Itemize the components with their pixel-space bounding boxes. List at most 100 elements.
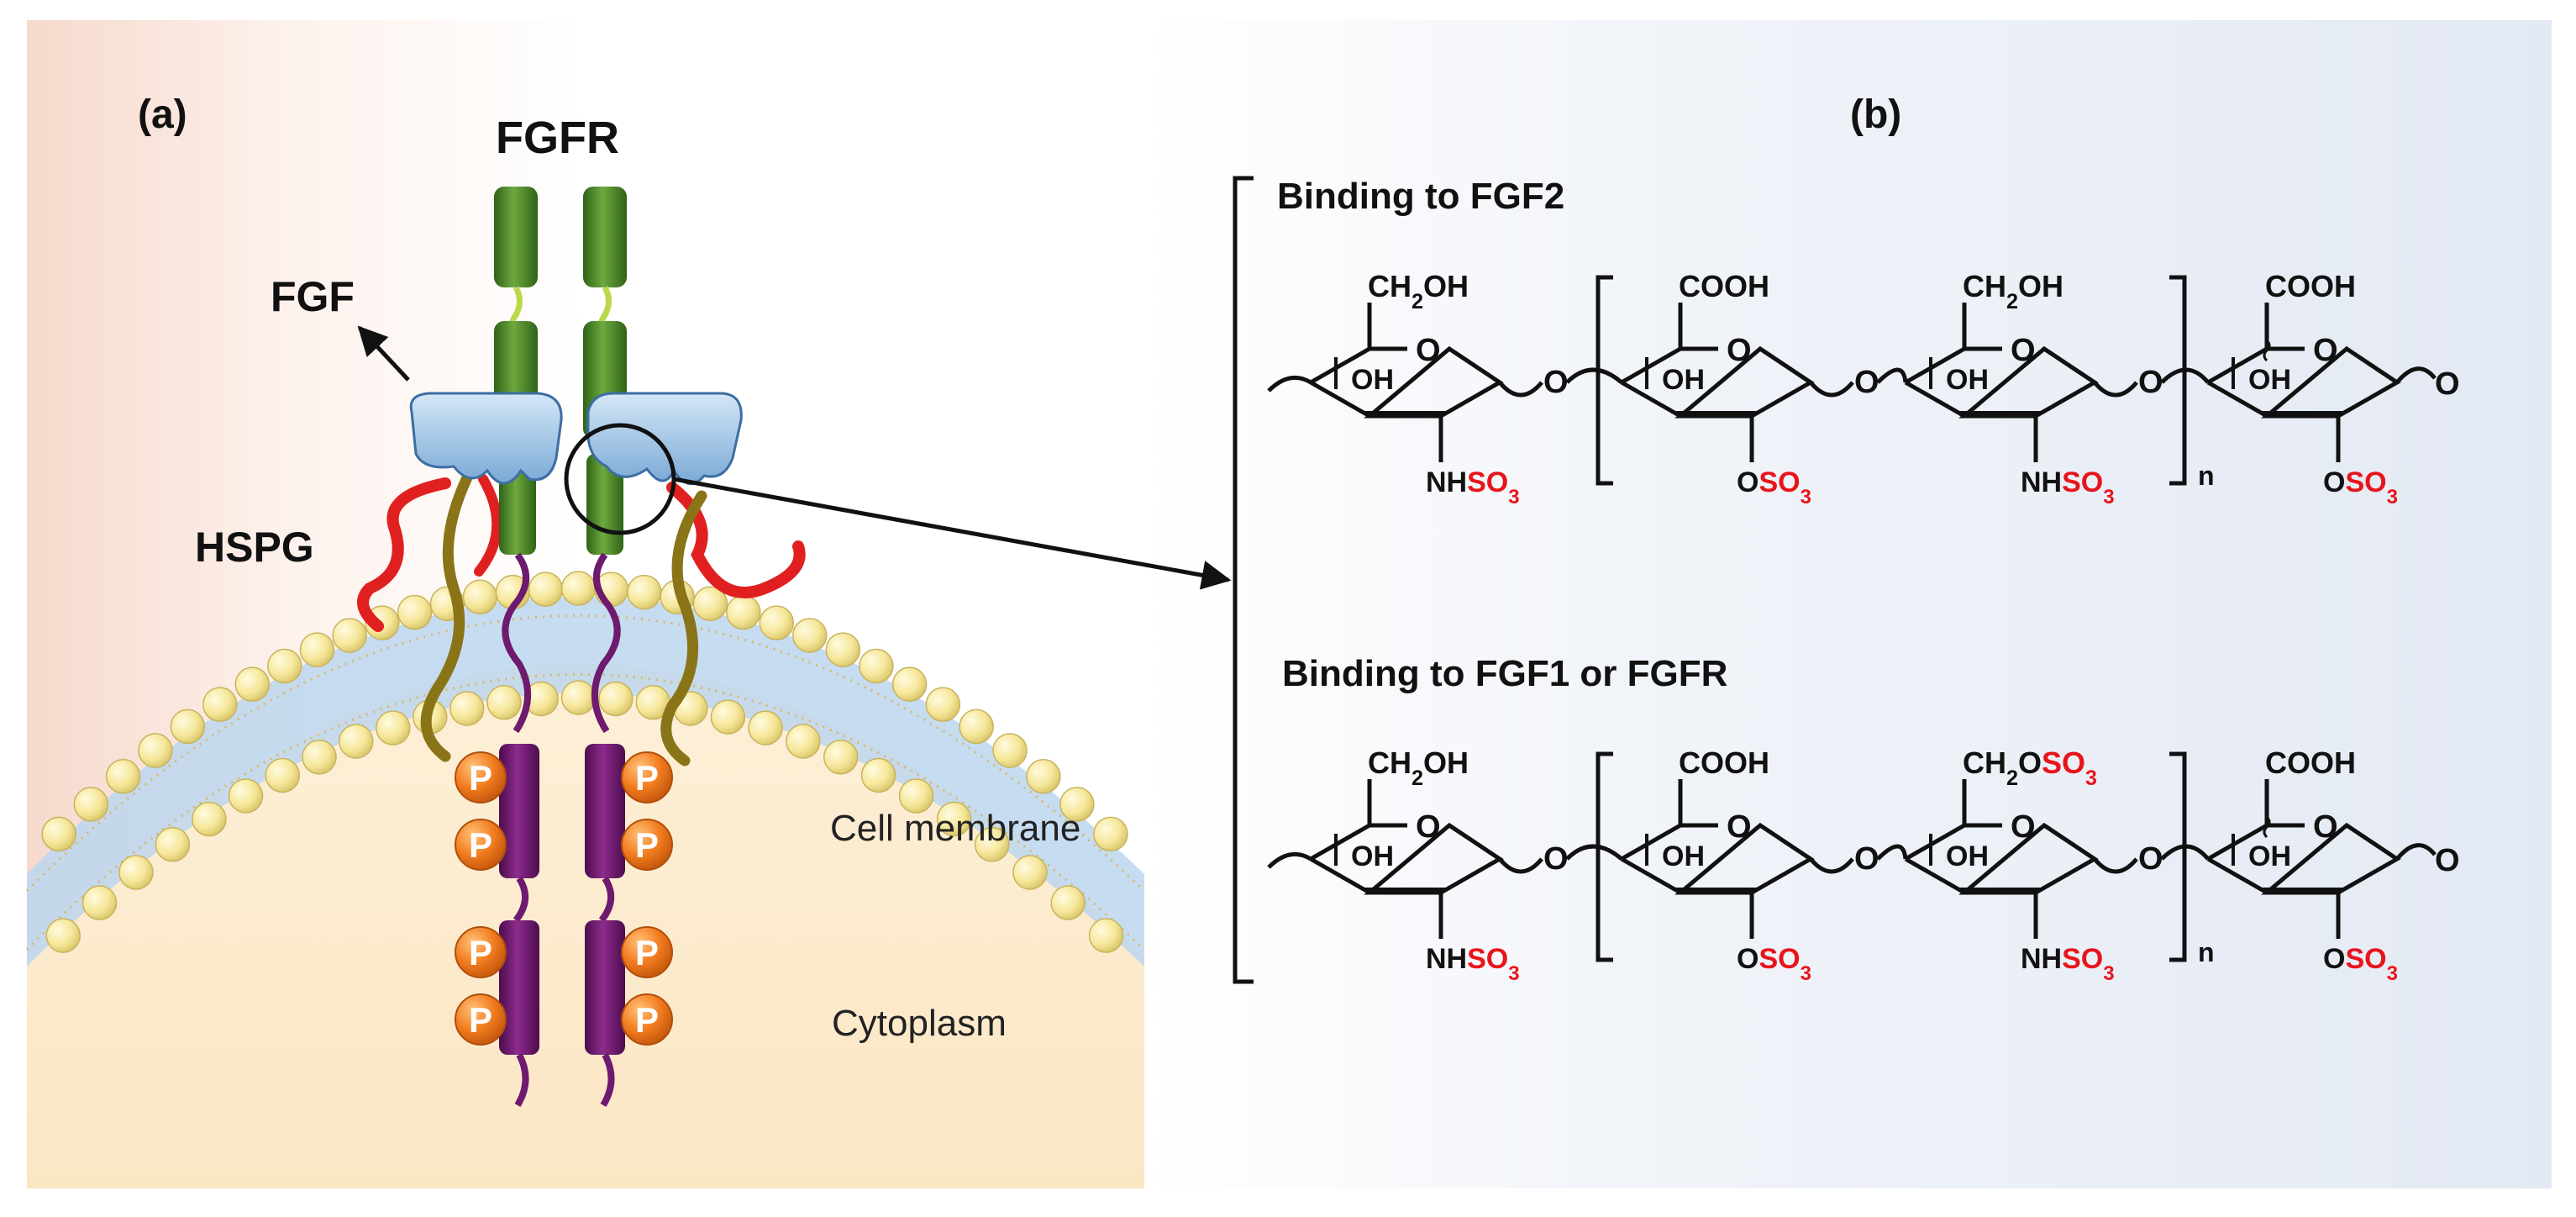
lipid-head	[105, 759, 141, 794]
lipid-head	[974, 827, 1010, 862]
phosphate-ball: P	[621, 751, 673, 803]
fgfr-transmembrane	[591, 552, 621, 734]
glycosidic-oxygen: O	[1543, 841, 1569, 877]
fgf-pointer-arrow	[357, 325, 410, 382]
lipid-head	[759, 605, 795, 640]
phosphate-label: P	[635, 825, 659, 865]
lipid-head	[376, 710, 411, 745]
lipid-head	[560, 571, 597, 606]
ring-oxygen: O	[2011, 333, 2036, 368]
structure-bottom-title: Binding to FGF1 or FGFR	[1282, 653, 1727, 694]
substituent-oh: OH	[1351, 364, 1394, 396]
panel-b-label: (b)	[1850, 92, 1901, 137]
repeat-count: n	[2198, 937, 2215, 967]
lipid-head	[449, 691, 485, 726]
lipid-head	[1093, 816, 1128, 852]
substituent-top: COOH	[1679, 269, 1769, 303]
chain-end-bond	[2395, 843, 2437, 861]
terminal-oxygen: O	[2435, 366, 2460, 402]
lipid-head	[859, 648, 894, 684]
hspg-chain-red-right	[666, 482, 806, 598]
fgfr-tail	[600, 1053, 615, 1108]
fgf-label: FGF	[271, 273, 355, 320]
cytoplasm-label: Cytoplasm	[832, 1003, 1007, 1044]
cell-membrane-label: Cell membrane	[830, 808, 1080, 849]
phosphate-ball: P	[621, 926, 673, 978]
lipid-head	[598, 681, 633, 717]
lipid-head	[1059, 787, 1095, 822]
lipid-head	[792, 618, 828, 653]
glycosidic-bond	[1565, 844, 1623, 861]
phosphate-label: P	[635, 933, 659, 972]
lipid-head	[73, 787, 109, 822]
hspg-chain-red-left	[357, 477, 451, 632]
substituent-top: CH2OH	[1368, 745, 1469, 790]
lipid-head	[397, 594, 433, 630]
stereo-wavy-bond	[2263, 339, 2271, 362]
ring-oxygen: O	[1727, 333, 1752, 368]
fgfr-domain	[494, 187, 538, 287]
glycosidic-bond	[1876, 367, 1908, 384]
zoom-arrow	[673, 477, 1232, 590]
repeat-bracket-close	[2169, 751, 2187, 962]
lipid-head	[228, 778, 264, 814]
glycosidic-oxygen: O	[1854, 365, 1879, 400]
lipid-head	[748, 710, 783, 745]
phosphate-ball: P	[455, 751, 507, 803]
phosphate-label: P	[635, 1000, 659, 1040]
substituent-oh: OH	[1662, 364, 1705, 396]
repeat-bracket-close	[2169, 275, 2187, 486]
ring-oxygen: O	[1416, 333, 1441, 368]
lipid-head	[1026, 759, 1061, 794]
glycosidic-bond	[1876, 844, 1908, 861]
substituent-top: COOH	[2265, 269, 2356, 303]
lipid-head	[1088, 918, 1124, 953]
phosphate-ball: P	[455, 819, 507, 871]
substituent-top: CH2OH	[1368, 269, 1469, 313]
lipid-head	[726, 594, 761, 630]
glycosidic-bond	[2093, 381, 2138, 398]
substituent-bottom: OSO3	[2323, 466, 2398, 508]
lipid-head	[155, 827, 191, 862]
fgfr-transmembrane	[502, 552, 531, 734]
lipid-head	[267, 648, 302, 684]
phosphate-label: P	[469, 933, 492, 972]
phosphate-label: P	[635, 758, 659, 798]
panel-b-background	[1144, 20, 2552, 1188]
fgfr-tail	[514, 1053, 529, 1108]
lipid-head	[234, 666, 271, 702]
fgfr-linker	[598, 876, 614, 923]
structure-top-title: Binding to FGF2	[1277, 176, 1564, 217]
lipid-head	[560, 680, 597, 715]
kinase-domain	[585, 744, 625, 878]
ring-oxygen: O	[2313, 809, 2338, 845]
repeat-bracket-open	[1596, 275, 1613, 486]
lipid-head	[891, 666, 928, 702]
lipid-head	[710, 699, 746, 735]
ring-oxygen: O	[2011, 809, 2036, 845]
structure-bracket	[1233, 176, 1254, 984]
fgfr-label: FGFR	[496, 113, 619, 163]
substituent-top: COOH	[2265, 745, 2356, 780]
kinase-domain	[499, 744, 539, 878]
glycosidic-bond	[1809, 381, 1854, 398]
hspg-label: HSPG	[195, 524, 314, 571]
lipid-head	[41, 816, 76, 852]
phosphate-label: P	[469, 825, 492, 865]
glycosidic-bond	[1498, 857, 1543, 874]
chain-start-bond	[1267, 375, 1312, 392]
substituent-oh: OH	[1662, 840, 1705, 872]
fgfr-domain	[583, 187, 627, 287]
phosphate-label: P	[469, 758, 492, 798]
lipid-head	[302, 740, 337, 775]
glycosidic-bond	[1498, 381, 1543, 398]
lipid-head	[692, 586, 728, 622]
lipid-head	[45, 918, 81, 953]
substituent-top: CH2OSO3	[1963, 745, 2097, 790]
lipid-head	[192, 801, 227, 837]
fgfr-left	[494, 187, 539, 1108]
substituent-oh: OH	[1351, 840, 1394, 872]
chain-start-bond	[1267, 851, 1312, 869]
